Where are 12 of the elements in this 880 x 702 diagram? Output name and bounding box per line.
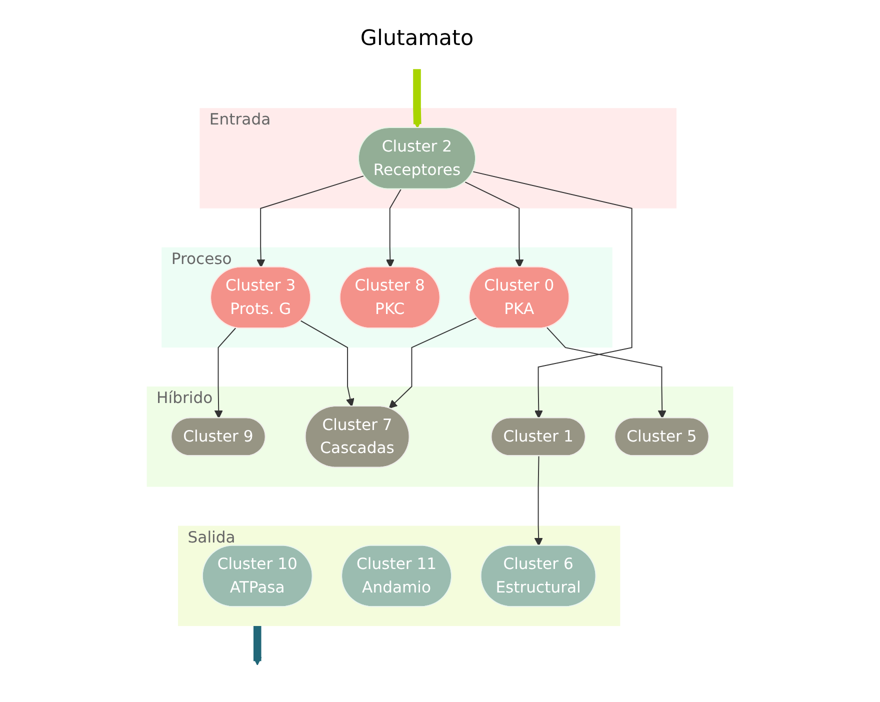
arrow: [256, 175, 365, 268]
arrow: [413, 69, 422, 128]
arrow: [214, 328, 236, 419]
arrow: [388, 317, 478, 409]
arrow: [546, 327, 666, 419]
arrow: [472, 171, 632, 419]
arrow: [300, 320, 354, 407]
arrow: [386, 188, 402, 268]
node-text: Glutamato: [360, 26, 474, 51]
arrow: [534, 456, 543, 546]
arrow: [464, 182, 524, 268]
arrow: [253, 626, 262, 666]
